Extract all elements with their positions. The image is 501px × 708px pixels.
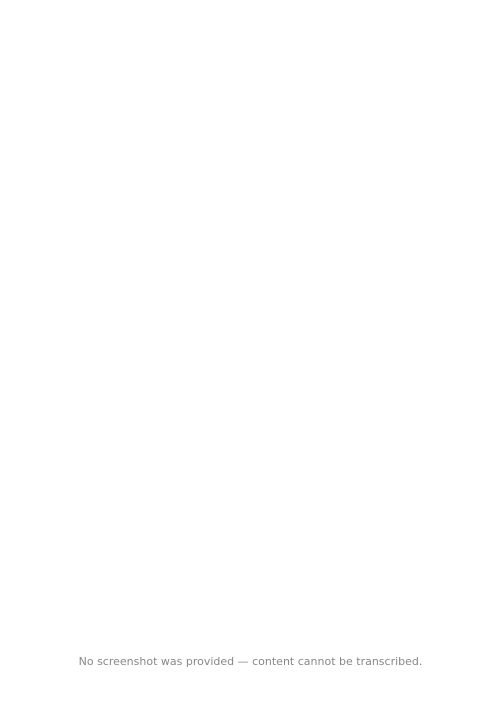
document-title bbox=[44, 40, 457, 60]
section-heading bbox=[44, 78, 457, 92]
missing-image-notice: No screenshot was provided — content can… bbox=[78, 655, 423, 668]
